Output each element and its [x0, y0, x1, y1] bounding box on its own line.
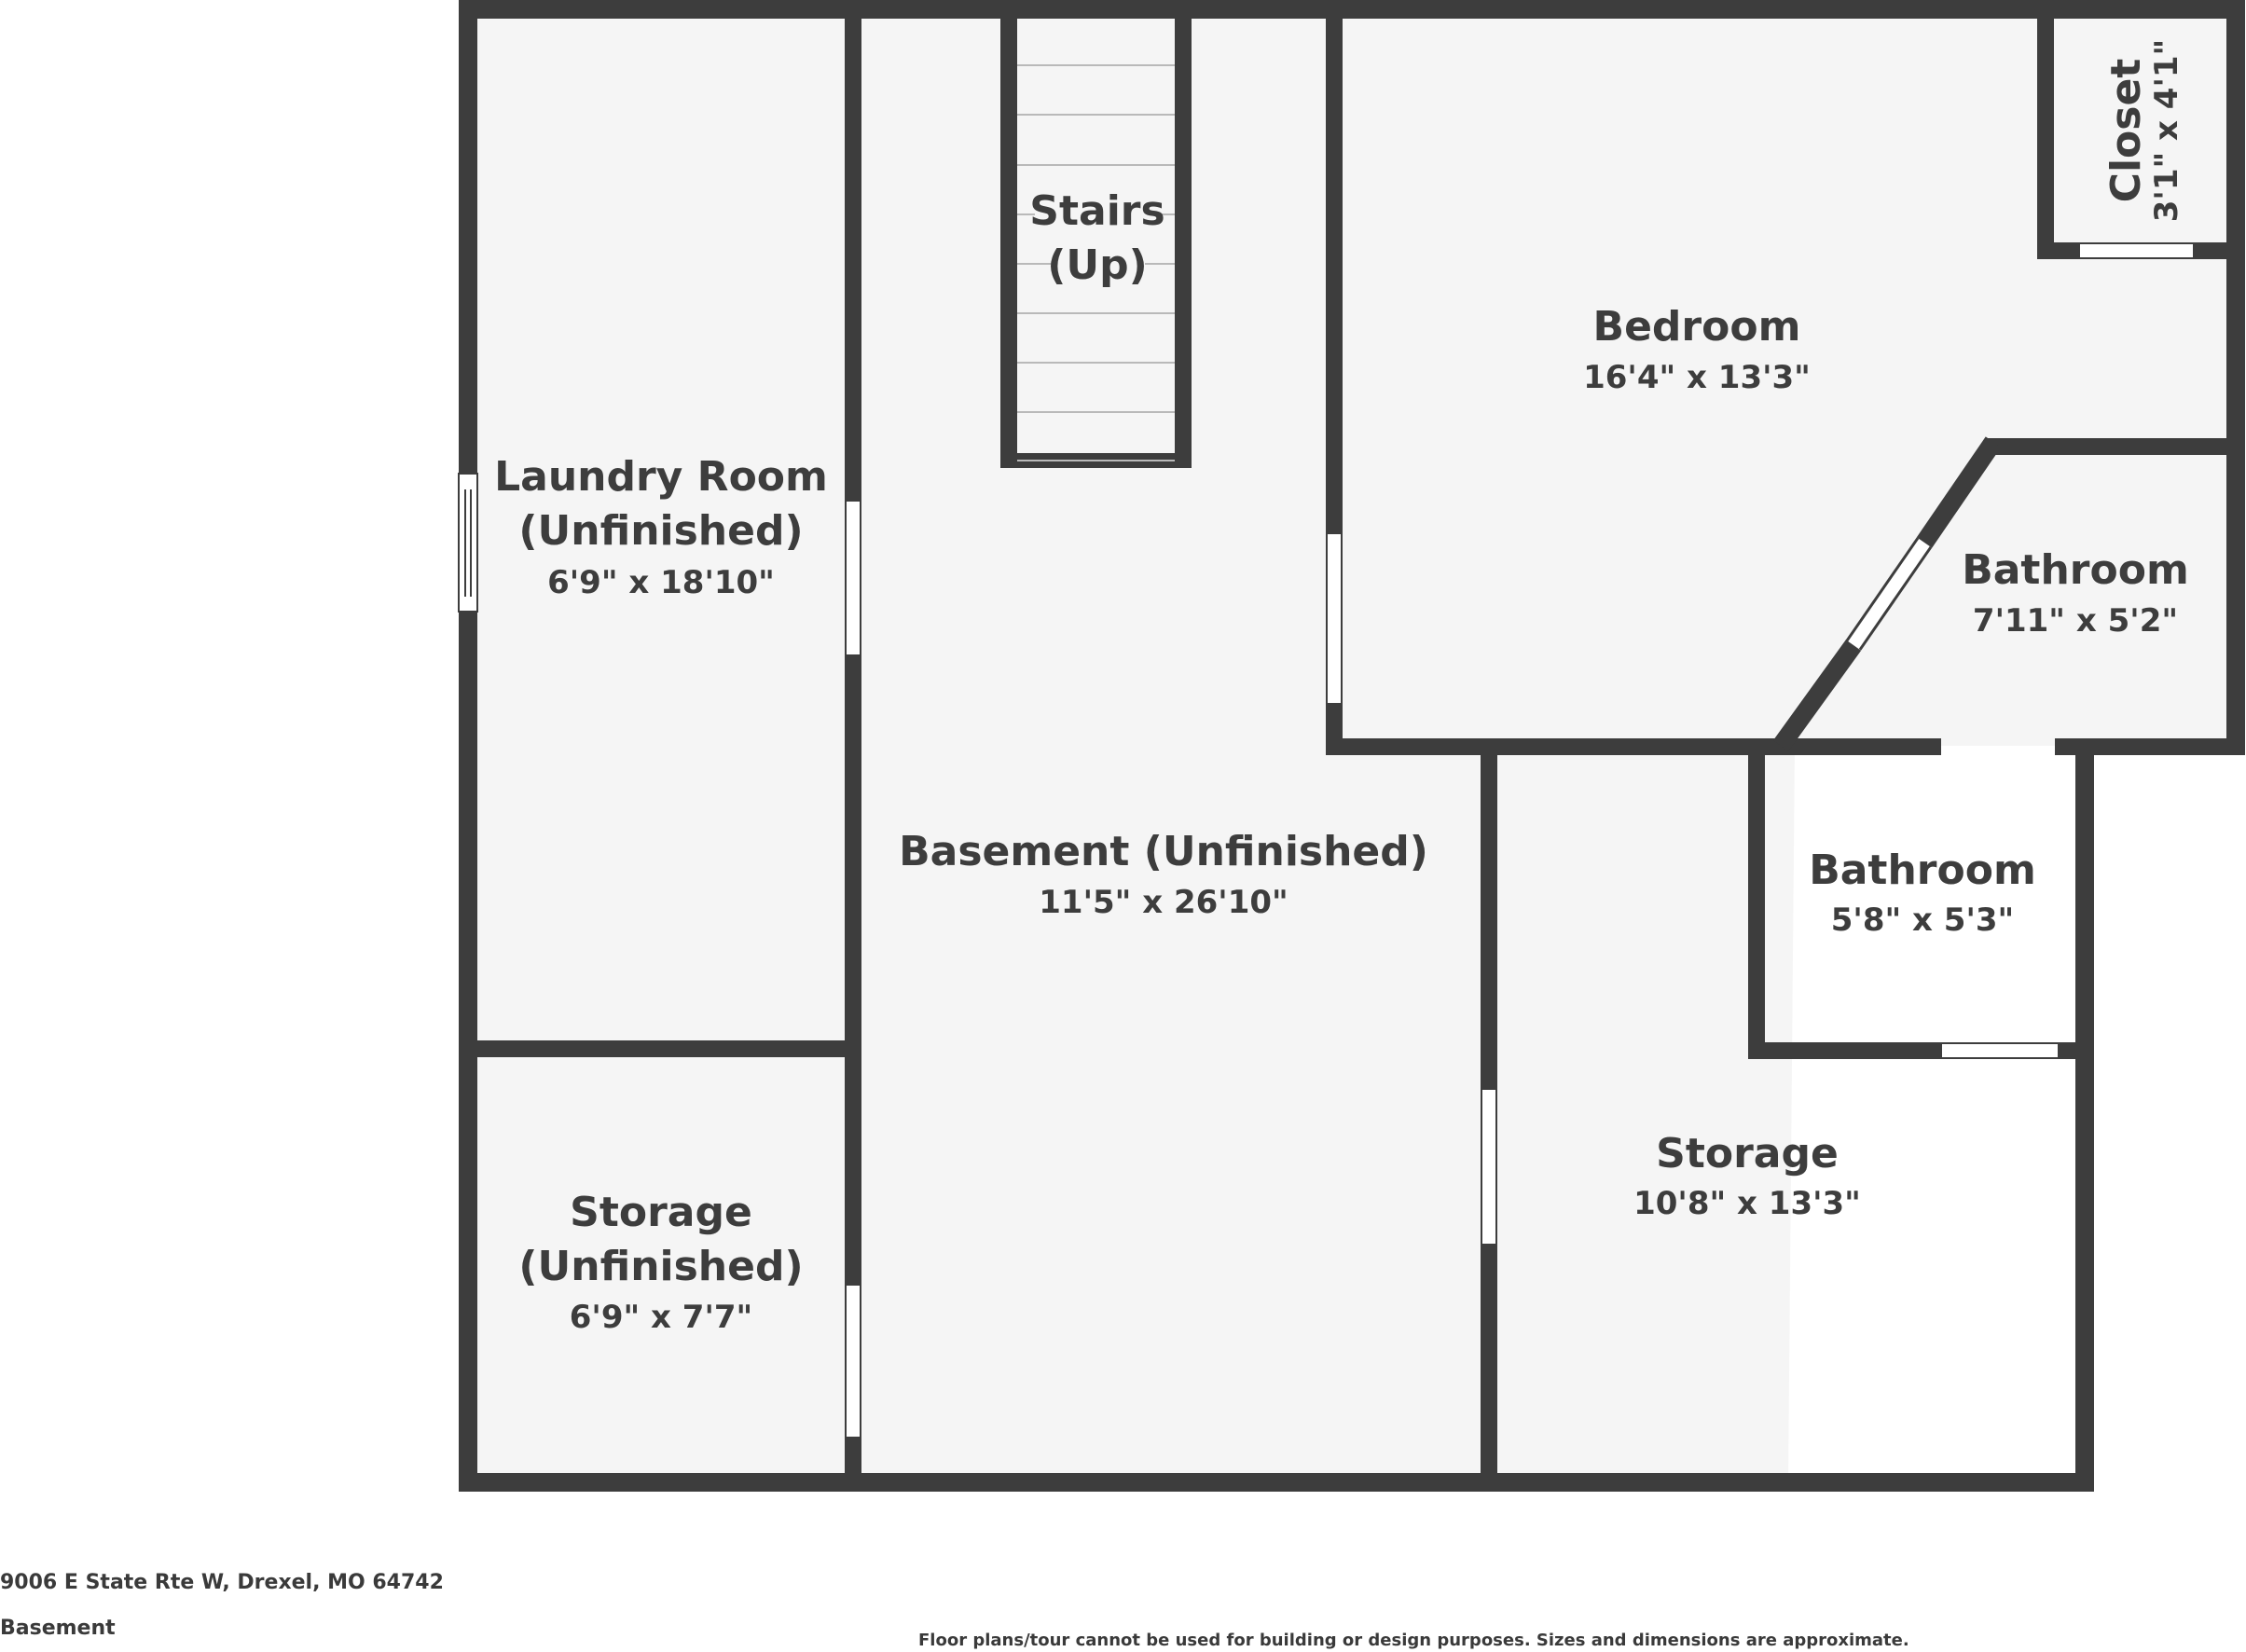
basement-dims: 11'5" x 26'10" — [1039, 884, 1288, 921]
storage-right-dims: 10'8" x 13'3" — [1633, 1185, 1861, 1222]
address-text: 9006 E State Rte W, Drexel, MO 64742 — [0, 1571, 444, 1594]
storage-right-name: Storage — [1656, 1130, 1839, 1177]
stairs-name-1: Stairs — [1029, 187, 1164, 235]
bathroom-upper-name: Bathroom — [1962, 546, 2189, 594]
bathroom-lower-name: Bathroom — [1809, 847, 2036, 894]
storage-left: Storage (Unfinished) 6'9" x 7'7" — [518, 1189, 803, 1336]
storage-right: Storage 10'8" x 13'3" — [1633, 1130, 1861, 1222]
laundry-room-name-1: Laundry Room — [494, 453, 828, 501]
basement-name: Basement (Unfinished) — [899, 828, 1428, 875]
bathroom-upper-dims: 7'11" x 5'2" — [1973, 602, 2178, 640]
disclaimer-text: Floor plans/tour cannot be used for buil… — [918, 1631, 1909, 1650]
laundry-room: Laundry Room (Unfinished) 6'9" x 18'10" — [494, 453, 828, 601]
stairs: Stairs (Up) — [1029, 187, 1164, 289]
bedroom-dims: 16'4" x 13'3" — [1583, 359, 1811, 396]
laundry-room-dims: 6'9" x 18'10" — [547, 564, 775, 601]
bathroom-upper: Bathroom 7'11" x 5'2" — [1962, 546, 2189, 640]
closet-dims: 3'1" x 4'1" — [2148, 39, 2185, 222]
diagonal-wall — [1772, 436, 2002, 751]
storage-left-name-1: Storage — [570, 1189, 752, 1236]
stairs-name-2: (Up) — [1047, 241, 1147, 289]
closet: Closet 3'1" x 4'1" — [2102, 39, 2185, 222]
window — [458, 473, 478, 613]
bathroom-lower-dims: 5'8" x 5'3" — [1831, 902, 2014, 939]
storage-left-dims: 6'9" x 7'7" — [570, 1299, 752, 1336]
bathroom-lower: Bathroom 5'8" x 5'3" — [1809, 847, 2036, 939]
storage-left-name-2: (Unfinished) — [518, 1243, 803, 1290]
floor-label: Basement — [0, 1617, 116, 1640]
laundry-room-name-2: (Unfinished) — [518, 507, 803, 555]
stair-treads — [1017, 64, 1175, 461]
closet-name: Closet — [2102, 59, 2150, 203]
bedroom-name: Bedroom — [1593, 303, 1801, 351]
bedroom: Bedroom 16'4" x 13'3" — [1583, 303, 1811, 396]
openings — [845, 242, 2195, 1439]
basement-room: Basement (Unfinished) 11'5" x 26'10" — [899, 828, 1428, 921]
diagonal-door — [1845, 537, 1933, 651]
walls — [459, 0, 2245, 1492]
